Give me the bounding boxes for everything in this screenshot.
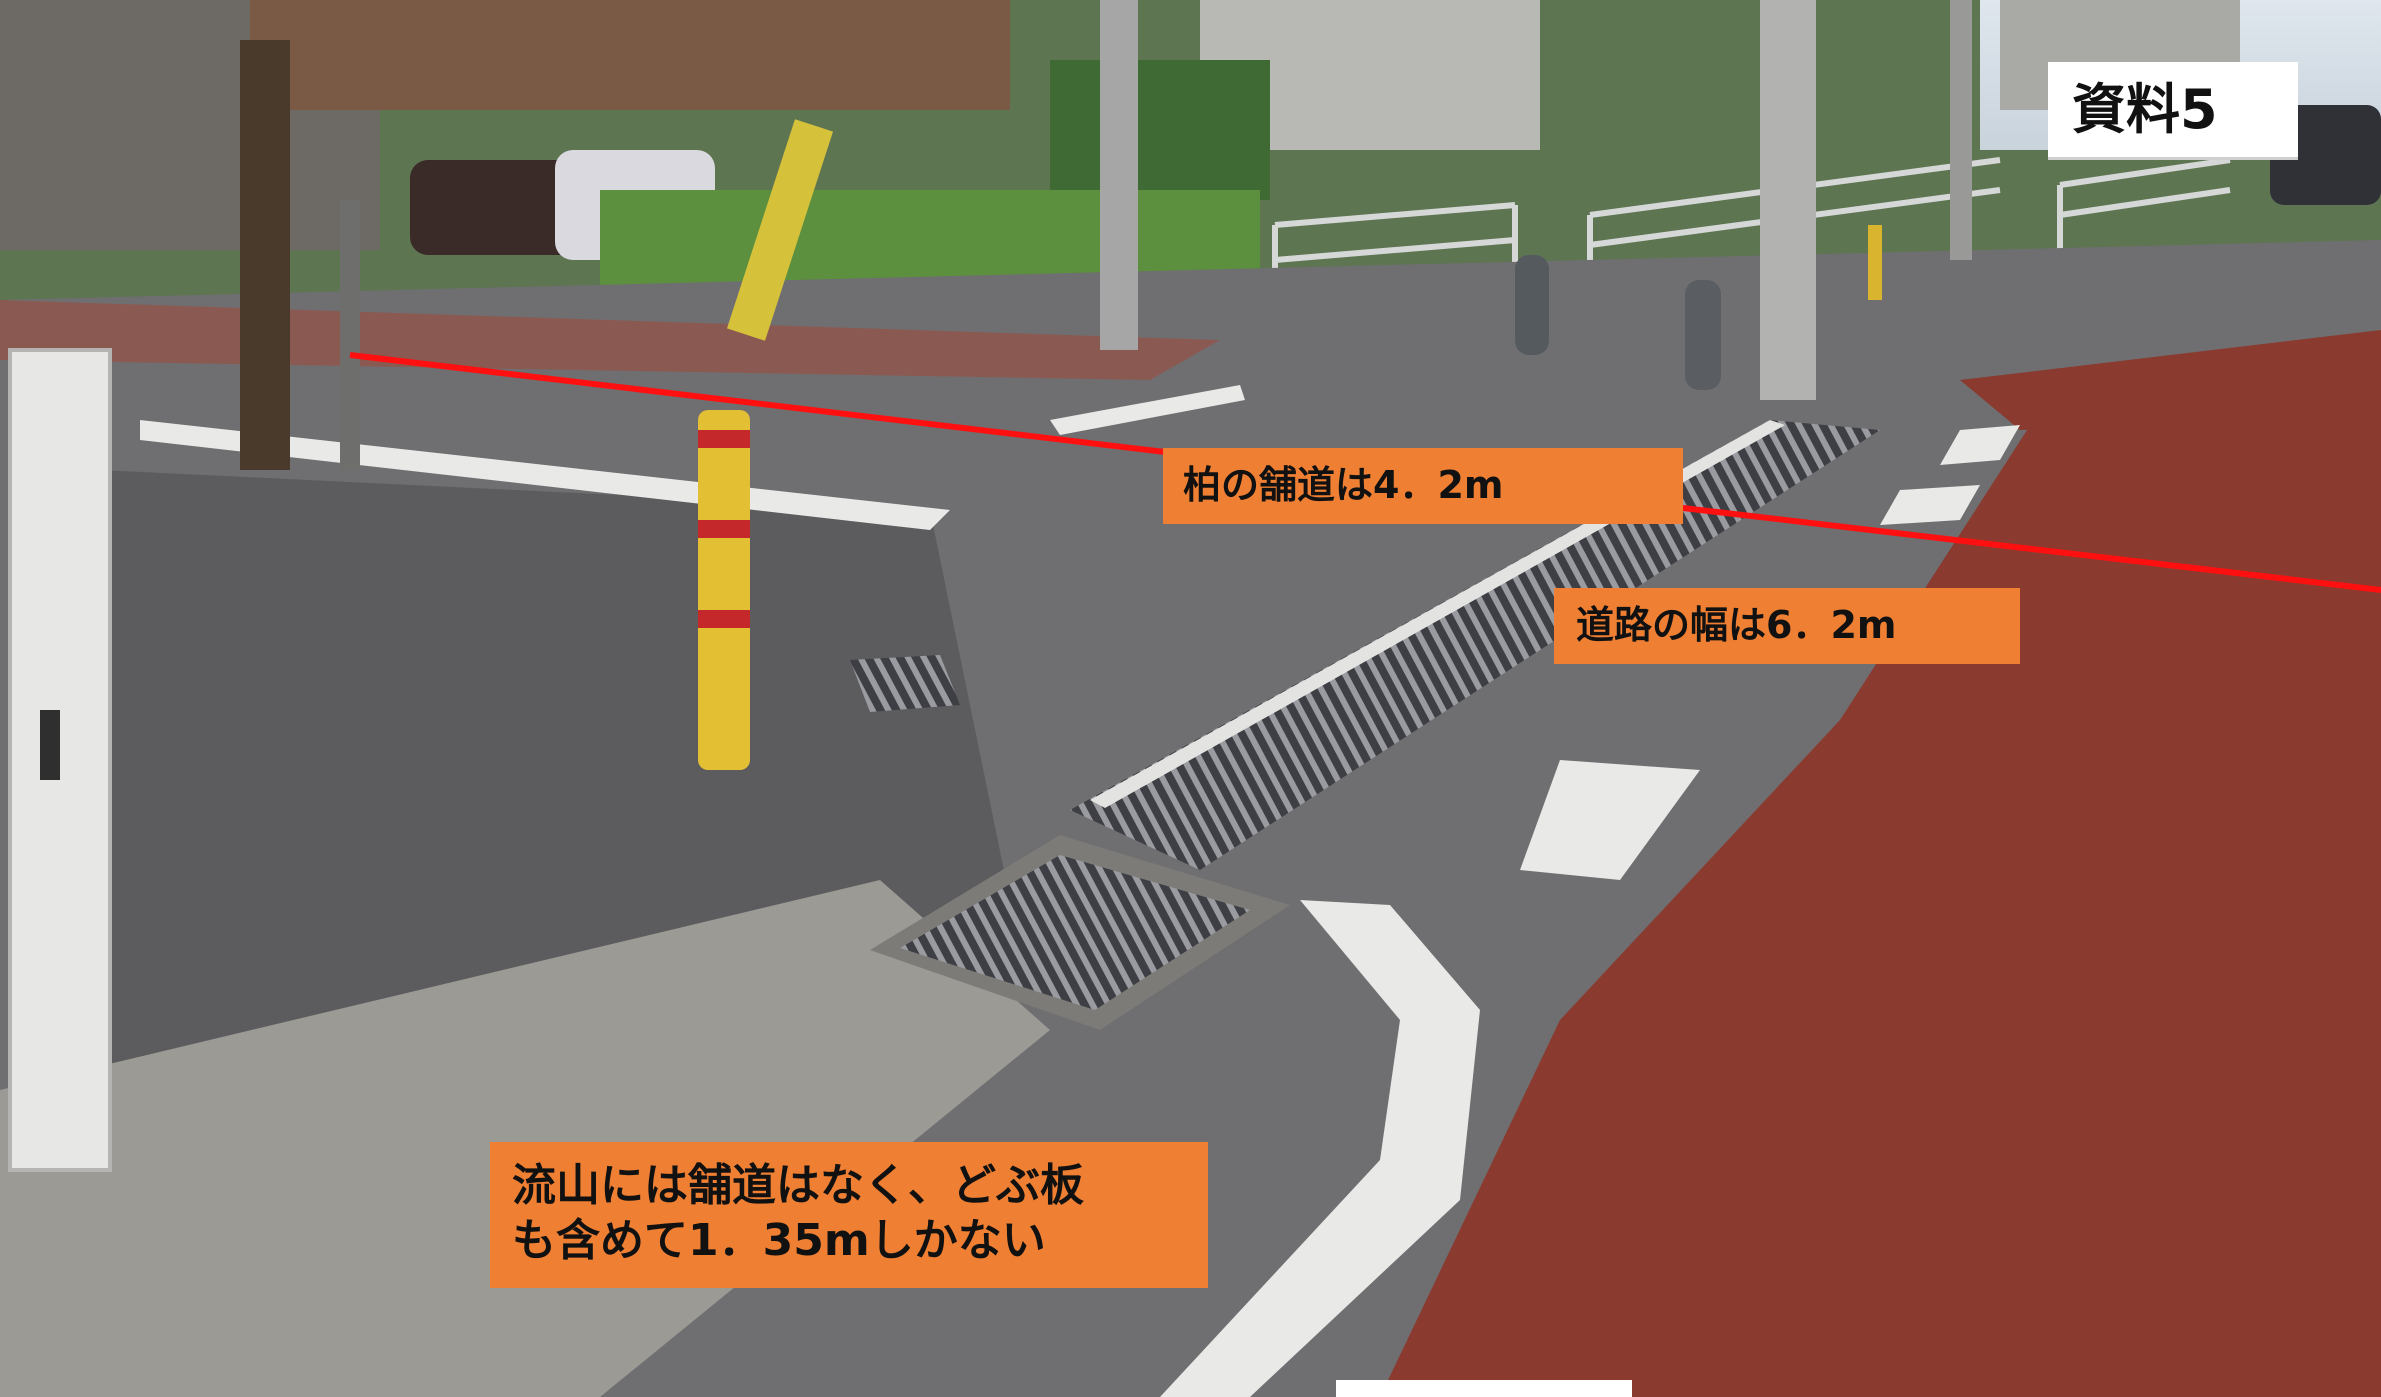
label-bg-road-width	[1554, 588, 2020, 664]
shelter-roof	[250, 0, 1010, 110]
utility-pole-2	[1760, 0, 1816, 400]
bike-lane	[1380, 380, 2381, 1397]
utility-pole-3	[1950, 0, 1972, 260]
trench-grate	[1070, 420, 1880, 870]
square-grate	[900, 855, 1250, 1010]
white-patch	[1336, 1380, 1632, 1397]
parked-car-dark	[410, 160, 580, 255]
bike-lane-far	[1960, 330, 2381, 430]
label-bg-kashiwa	[1163, 448, 1683, 524]
bollard-c	[1868, 225, 1882, 300]
yellow-bollard	[698, 410, 750, 770]
striped-pole-guard	[726, 119, 834, 341]
utility-pole	[1100, 0, 1138, 350]
crosswalk-colored	[0, 300, 1220, 380]
tree-trunk	[240, 40, 290, 470]
nagareyama-note-label: 流山には舗道はなく、どぶ板 も含めて1．35mしかない	[512, 1160, 1084, 1266]
label-bg-nagareyama	[490, 1142, 1208, 1288]
small-pole	[340, 200, 360, 470]
gutter-grate	[850, 655, 960, 712]
bollard-a	[1515, 255, 1549, 355]
kashiwa-sidewalk-label: 柏の舗道は4．2m	[1183, 463, 1504, 507]
road-width-label: 道路の幅は6．2m	[1576, 603, 1897, 647]
curb-stones	[0, 880, 1050, 1397]
bollard-b	[1685, 280, 1721, 390]
hedge	[1050, 60, 1270, 200]
utility-box-handle	[40, 710, 60, 780]
sidewalk-corner	[100, 470, 1010, 1150]
document-number-label: 資料5	[2048, 62, 2298, 160]
